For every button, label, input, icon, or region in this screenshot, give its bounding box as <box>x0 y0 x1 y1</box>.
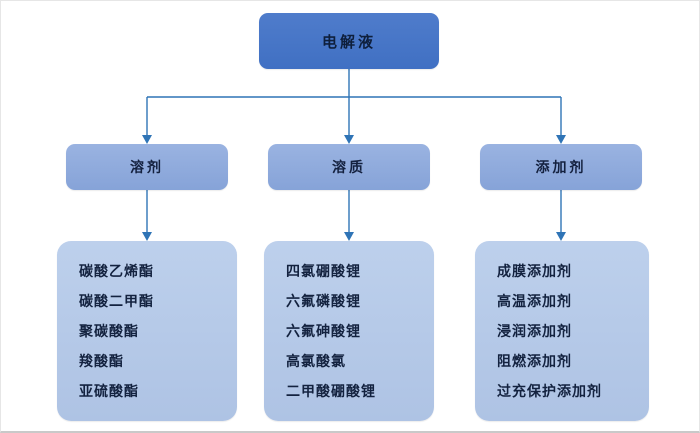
list-item: 成膜添加剂 <box>497 263 572 279</box>
list-additive-items: 成膜添加剂 高温添加剂 浸润添加剂 阻燃添加剂 过充保护添加剂 <box>475 241 649 421</box>
solute-item-list: 四氯硼酸锂 六氟磷酸锂 六氟砷酸锂 高氯酸氯 二甲酸硼酸锂 <box>286 256 376 406</box>
arrowhead-icon <box>142 135 152 144</box>
list-item: 羧酸酯 <box>79 353 124 369</box>
additive-item-list: 成膜添加剂 高温添加剂 浸润添加剂 阻燃添加剂 过充保护添加剂 <box>497 256 602 406</box>
node-solute-label: 溶质 <box>332 159 366 175</box>
node-solute: 溶质 <box>268 144 430 190</box>
list-item: 高氯酸氯 <box>286 353 346 369</box>
list-item: 浸润添加剂 <box>497 323 572 339</box>
node-additive: 添加剂 <box>480 144 642 190</box>
node-electrolyte: 电解液 <box>259 13 439 69</box>
list-item: 高温添加剂 <box>497 293 572 309</box>
list-item: 亚硫酸酯 <box>79 383 139 399</box>
node-solvent: 溶剂 <box>66 144 228 190</box>
list-item: 阻燃添加剂 <box>497 353 572 369</box>
arrowhead-icon <box>142 232 152 241</box>
list-item: 四氯硼酸锂 <box>286 263 361 279</box>
list-item: 碳酸二甲酯 <box>79 293 154 309</box>
list-item: 二甲酸硼酸锂 <box>286 383 376 399</box>
arrowhead-icon <box>344 135 354 144</box>
list-item: 六氟砷酸锂 <box>286 323 361 339</box>
node-additive-label: 添加剂 <box>535 159 587 175</box>
node-solvent-label: 溶剂 <box>130 159 164 175</box>
list-item: 碳酸乙烯酯 <box>79 263 154 279</box>
arrowhead-icon <box>556 135 566 144</box>
list-item: 聚碳酸酯 <box>79 323 139 339</box>
arrowhead-icon <box>344 232 354 241</box>
solvent-item-list: 碳酸乙烯酯 碳酸二甲酯 聚碳酸酯 羧酸酯 亚硫酸酯 <box>79 256 154 406</box>
list-item: 六氟磷酸锂 <box>286 293 361 309</box>
node-electrolyte-label: 电解液 <box>321 33 376 51</box>
list-solvent-items: 碳酸乙烯酯 碳酸二甲酯 聚碳酸酯 羧酸酯 亚硫酸酯 <box>57 241 237 421</box>
list-item: 过充保护添加剂 <box>497 383 602 399</box>
arrowhead-icon <box>556 232 566 241</box>
list-solute-items: 四氯硼酸锂 六氟磷酸锂 六氟砷酸锂 高氯酸氯 二甲酸硼酸锂 <box>264 241 434 421</box>
